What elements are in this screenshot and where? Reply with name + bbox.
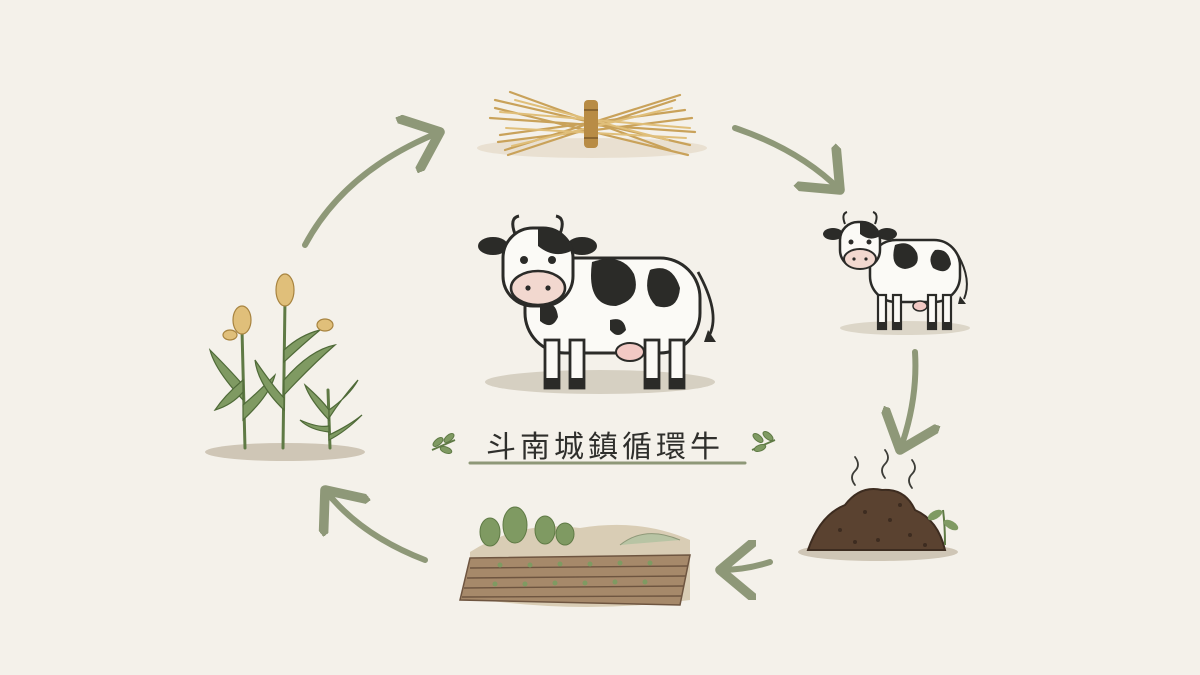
arrow-cow-to-compost [900, 349, 915, 450]
center-cow-icon [478, 214, 716, 394]
arrow-crops-to-straw [302, 132, 440, 248]
arrow-farmland-to-crops [325, 490, 428, 563]
cycle-arrows [302, 125, 915, 570]
right-sprig-icon [751, 431, 776, 452]
compost-heap-icon [798, 449, 959, 561]
left-sprig-icon [431, 433, 456, 454]
small-cow-icon [823, 211, 970, 335]
title-block: 斗南城鎮循環牛 [420, 418, 790, 468]
diagram-title: 斗南城鎮循環牛 [486, 430, 724, 465]
farmland-icon [459, 506, 691, 608]
title-decorations [431, 431, 776, 465]
arrow-straw-to-cow [732, 125, 840, 190]
crop-plants-icon [205, 273, 365, 461]
straw-bundle-icon [477, 90, 707, 158]
arrow-compost-to-farmland [720, 562, 773, 570]
